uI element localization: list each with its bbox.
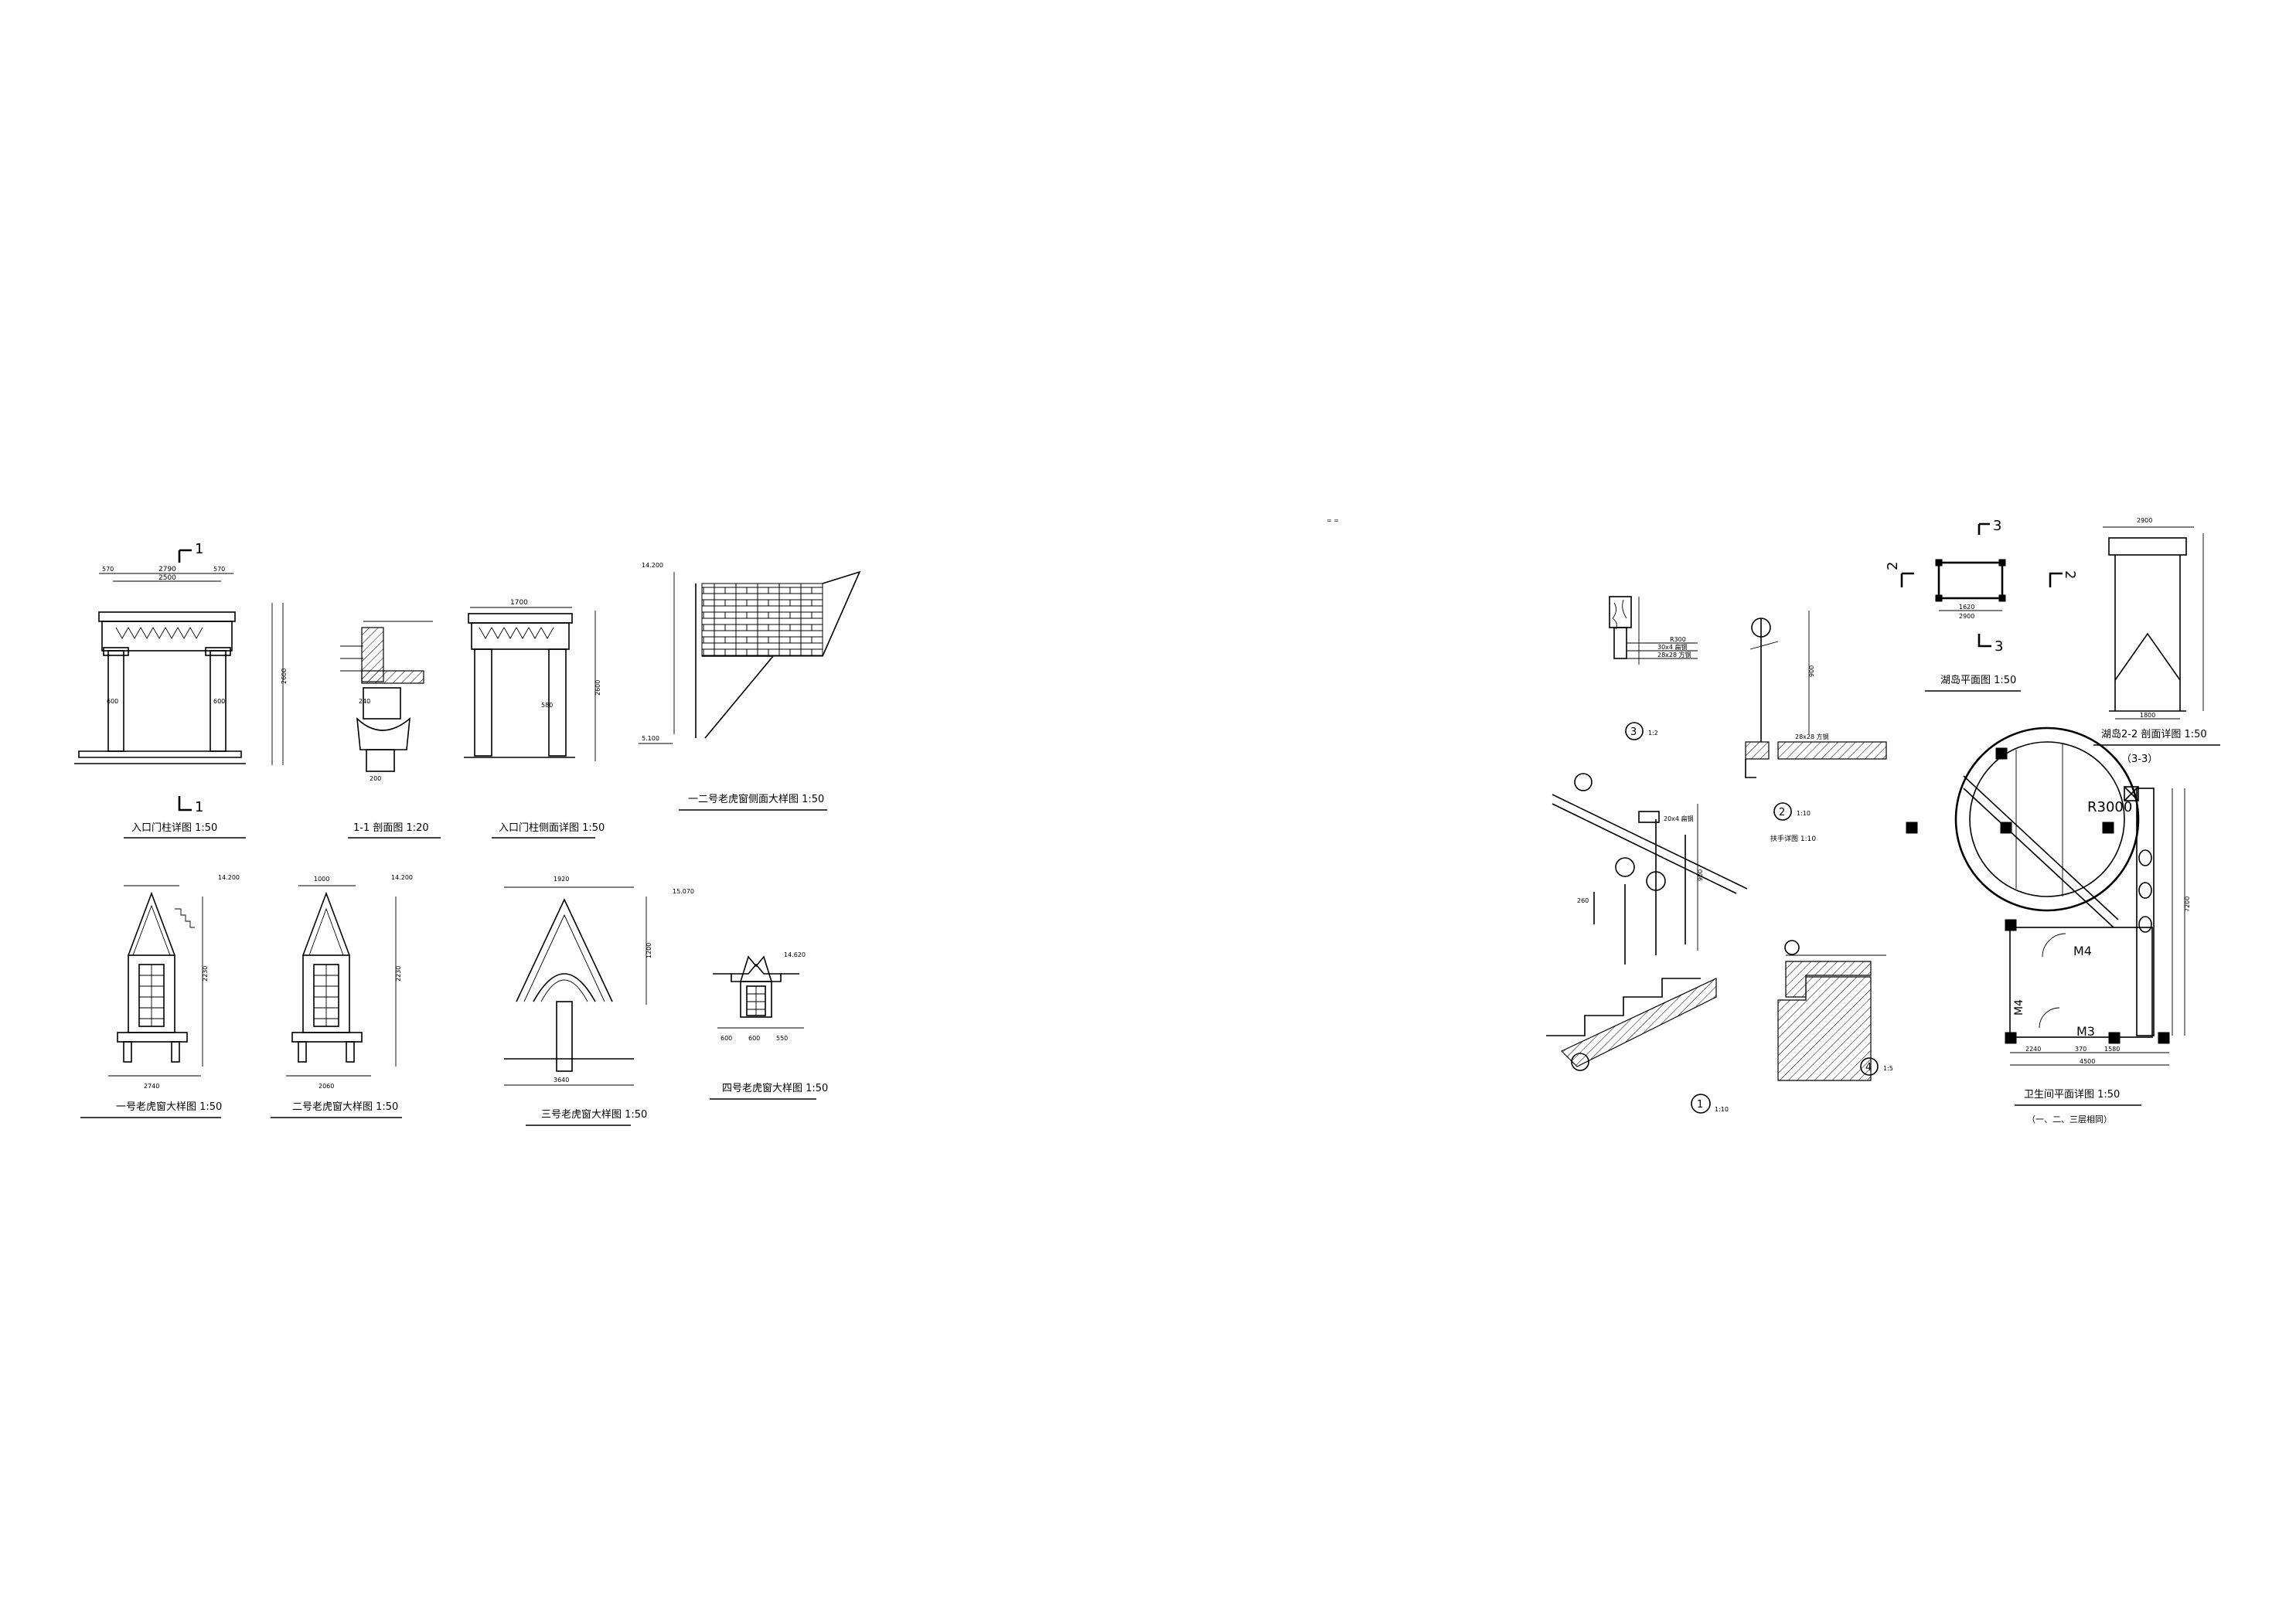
elev-dormer-1: 14.200 bbox=[218, 874, 240, 881]
entrance-side-elevation: 1700 580 2600 入口门柱侧面详图 1:50 bbox=[464, 599, 605, 839]
dim-stair-tread: 260 bbox=[1577, 897, 1589, 904]
dormer-12-side-elevation: 14.200 5.100 一二号老虎窗侧面大样图 1:50 bbox=[639, 562, 861, 811]
title-entrance-elevation: 入口门柱详图 1:50 bbox=[131, 822, 217, 834]
dim-toilet-w1: 2240 bbox=[2025, 1046, 2041, 1053]
bay-plan: 3 2 1620 2900 3 湖岛平面图 1:50 bbox=[1885, 518, 2021, 692]
detail-2-title: 扶手详图 1:10 bbox=[1770, 834, 1816, 843]
dim-top-left: 570 bbox=[102, 566, 114, 573]
dim-side-top: 1700 bbox=[510, 599, 528, 607]
title-dormer-4: 四号老虎窗大样图 1:50 bbox=[722, 1082, 828, 1094]
dim-gate-height: 2600 bbox=[281, 669, 288, 684]
elev-dormer-side-base: 5.100 bbox=[642, 735, 659, 742]
dormer-4-elevation: 14.620 600 600 550 四号老虎窗大样图 1:50 bbox=[710, 951, 828, 1100]
dim-col-left: 600 bbox=[107, 698, 118, 705]
section-1-1: 240 200 1-1 剖面图 1:20 bbox=[340, 621, 441, 839]
dim-dormer-1-width: 2740 bbox=[144, 1083, 159, 1090]
dim-bay-inner: 1620 bbox=[1959, 604, 1974, 611]
note-baluster-steel: 28x28 方钢 bbox=[1795, 733, 1829, 740]
dim-dormer-2-width: 2060 bbox=[319, 1083, 334, 1090]
dim-toilet-total: 4500 bbox=[2080, 1058, 2095, 1065]
dim-dormer-4-w1: 600 bbox=[720, 1035, 732, 1042]
title-dormer-1: 一号老虎窗大样图 1:50 bbox=[116, 1101, 222, 1113]
section-mark-2-right: 2 bbox=[2062, 570, 2078, 579]
section-mark-3-bottom: 3 bbox=[1995, 638, 2003, 655]
detail-3-scale: 1:2 bbox=[1648, 730, 1658, 737]
dim-top-mid: 2500 bbox=[158, 574, 176, 582]
bay-section-2-2: 2 2900 1800 湖岛2-2 剖面详图 1:50 （3-3） bbox=[2049, 517, 2220, 765]
elev-dormer-side: 14.200 bbox=[642, 562, 663, 569]
dim-dormer-3-width: 3640 bbox=[554, 1077, 569, 1084]
dim-stair-rail-height: 900 bbox=[1697, 869, 1704, 881]
note-rail-flat-steel: 30x4 扁钢 bbox=[1657, 643, 1688, 651]
dim-rail-height: 900 bbox=[1808, 665, 1815, 677]
dim-toilet-w2: 370 bbox=[2075, 1046, 2086, 1053]
dim-dormer-1-height: 2230 bbox=[202, 966, 209, 982]
dim-bay-section-inner: 1800 bbox=[2140, 712, 2155, 719]
detail-3-handrail-section: R300 30x4 扁钢 28x28 方钢 3 1:2 bbox=[1609, 596, 1698, 740]
door-m4-a: M4 bbox=[2073, 944, 2092, 958]
section-mark-2-left: 2 bbox=[1885, 562, 1901, 570]
section-mark-3-top: 3 bbox=[1993, 518, 2001, 534]
dim-dormer-3-top: 1920 bbox=[554, 876, 569, 883]
dim-top-right: 570 bbox=[213, 566, 225, 573]
note-rail-radius: R300 bbox=[1670, 636, 1686, 643]
detail-3-bubble: 3 bbox=[1630, 726, 1637, 738]
dormer-3-elevation: 1920 15.070 3640 1200 三号老虎窗大样图 1:50 bbox=[504, 876, 694, 1126]
dim-dormer-2-height: 2230 bbox=[395, 966, 402, 982]
dormer-2-elevation: 1000 14.200 2060 2230 二号老虎窗大样图 1:50 bbox=[271, 874, 413, 1118]
toilet-plan: R3000 M4 M4 M3 2240 370 1580 4500 7200 卫… bbox=[1906, 726, 2191, 1125]
dormer-1-elevation: 14.200 2740 2230 一号老虎窗大样图 1:50 bbox=[80, 874, 240, 1118]
elev-dormer-3: 15.070 bbox=[673, 888, 694, 895]
title-dormer-12-side: 一二号老虎窗侧面大样图 1:50 bbox=[688, 793, 824, 805]
elev-dormer-2: 14.200 bbox=[391, 874, 413, 881]
detail-4-bubble: 4 bbox=[1865, 1062, 1872, 1073]
dim-bay-section-width: 2900 bbox=[2137, 517, 2152, 524]
title-bay-section: 湖岛2-2 剖面详图 1:50 bbox=[2101, 728, 2207, 740]
dim-bay-width: 2900 bbox=[1959, 613, 1974, 620]
door-m4-b: M4 bbox=[2013, 999, 2025, 1016]
detail-1-bubble: 1 bbox=[1697, 1099, 1703, 1111]
detail-4-stair-step: 4 1:5 bbox=[1777, 940, 1893, 1081]
dim-toilet-w3: 1580 bbox=[2104, 1046, 2120, 1053]
dim-col-right: 600 bbox=[213, 698, 225, 705]
detail-1-stair-railing: 20x4 扁钢 900 260 1 1:10 bbox=[1546, 773, 1748, 1114]
title-toilet-plan: 卫生间平面详图 1:50 bbox=[2024, 1089, 2120, 1101]
detail-1-scale: 1:10 bbox=[1715, 1106, 1729, 1113]
dim-section-base: 240 bbox=[359, 698, 370, 705]
detail-2-scale: 1:10 bbox=[1797, 810, 1811, 817]
entrance-gate-elevation: 1 2790 2500 570 570 600 600 2600 1 入口门柱详… bbox=[74, 541, 288, 839]
dim-dormer-4-w3: 550 bbox=[776, 1035, 788, 1042]
dim-side-height: 2600 bbox=[594, 680, 601, 696]
door-m3: M3 bbox=[2076, 1024, 2095, 1039]
dim-dormer-2-top: 1000 bbox=[314, 876, 329, 883]
dim-dormer-3-height: 1200 bbox=[646, 943, 652, 958]
note-rail-square-steel: 28x28 方钢 bbox=[1657, 651, 1691, 658]
dim-toilet-height: 7200 bbox=[2184, 897, 2191, 912]
detail-2-bubble: 2 bbox=[1779, 807, 1785, 818]
dim-section-foot: 200 bbox=[370, 775, 381, 782]
elev-dormer-4: 14.620 bbox=[784, 951, 806, 958]
title-entrance-side: 入口门柱侧面详图 1:50 bbox=[499, 822, 605, 834]
note-stair-flat-steel: 20x4 扁钢 bbox=[1664, 815, 1694, 822]
section-mark-1-top: 1 bbox=[195, 541, 203, 557]
title-section-1-1: 1-1 剖面图 1:20 bbox=[353, 822, 429, 834]
dim-dormer-4-w2: 600 bbox=[748, 1035, 760, 1042]
title-bay-section-sub: （3-3） bbox=[2121, 754, 2158, 765]
stray-mark: = = bbox=[1327, 517, 1339, 524]
dim-toilet-radius: R3000 bbox=[2087, 799, 2132, 815]
detail-2-baluster: 900 28x28 方钢 2 1:10 扶手详图 1:10 bbox=[1745, 611, 1887, 843]
dim-side-col: 580 bbox=[541, 702, 553, 709]
section-mark-1-bottom: 1 bbox=[195, 799, 203, 815]
title-dormer-3: 三号老虎窗大样图 1:50 bbox=[541, 1108, 647, 1121]
title-bay-plan: 湖岛平面图 1:50 bbox=[1940, 674, 2016, 686]
detail-4-scale: 1:5 bbox=[1883, 1065, 1893, 1072]
title-toilet-plan-sub: （一、二、三层相同） bbox=[2027, 1114, 2112, 1125]
title-dormer-2: 二号老虎窗大样图 1:50 bbox=[292, 1101, 398, 1113]
dim-top-overall: 2790 bbox=[158, 566, 176, 573]
